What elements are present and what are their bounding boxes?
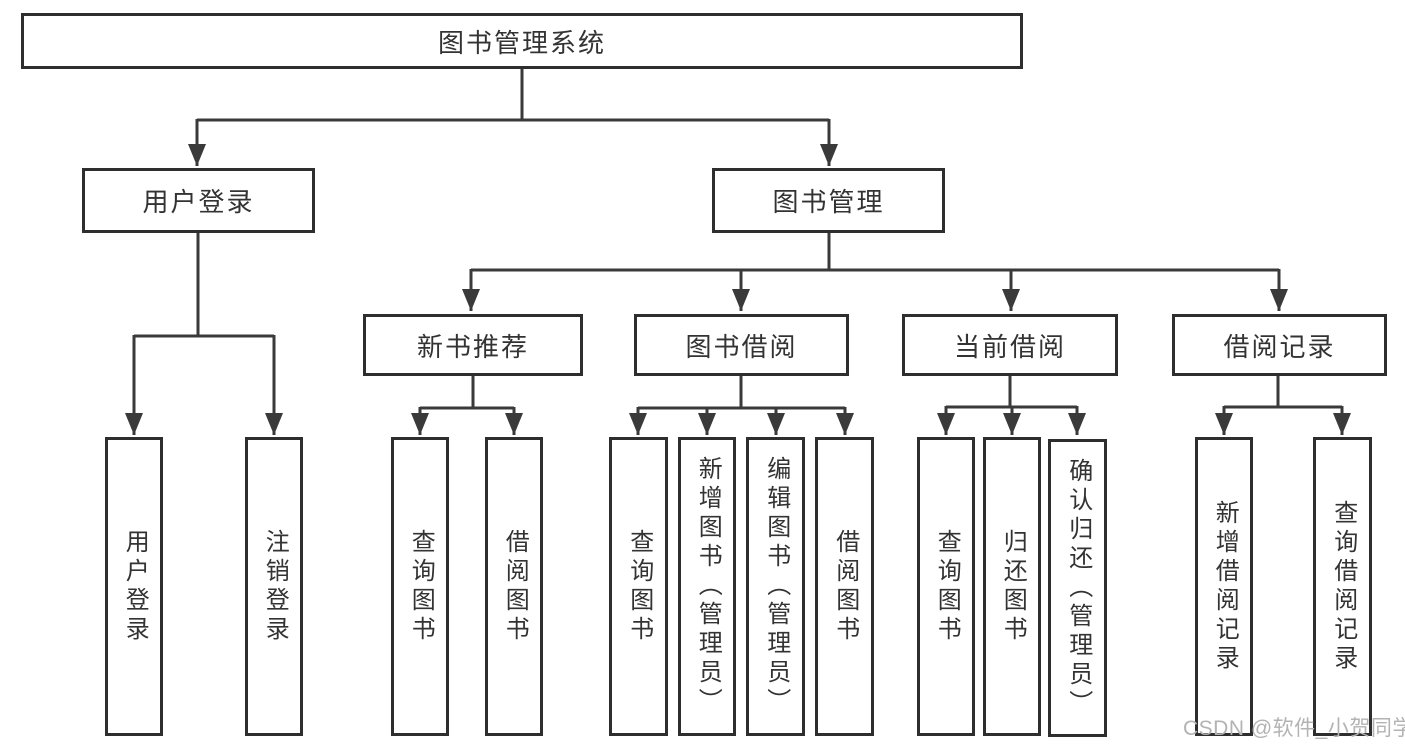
connector-borrow-records-trunk (1224, 376, 1342, 409)
node-label: 新书推荐 (416, 331, 529, 362)
leaf-br-add-borrow-record: 新增借阅记录 (1195, 437, 1253, 736)
leaf-cb-query-books: 查询图书 (917, 437, 975, 736)
connector-root-trunk (197, 69, 829, 122)
node-book-management: 图书管理 (712, 168, 945, 233)
csdn-watermark: CSDN @软件_小贺同学 (1183, 717, 1405, 740)
node-label: 编辑图书（管理员） (762, 456, 790, 717)
node-label: 当前借阅 (953, 331, 1066, 362)
node-label: 用户登录 (142, 187, 255, 217)
node-label: 归还图书 (999, 528, 1027, 645)
leaf-bb-edit-book-admin: 编辑图书（管理员） (746, 437, 805, 736)
leaf-bb-add-book-admin: 新增图书（管理员） (678, 437, 736, 736)
leaf-cb-confirm-return-admin: 确认归还（管理员） (1048, 439, 1107, 737)
node-user-login: 用户登录 (82, 168, 315, 233)
node-label: 新增借阅记录 (1211, 499, 1239, 674)
node-new-book-recommend: 新书推荐 (363, 314, 583, 376)
leaf-logout: 注销登录 (245, 437, 303, 736)
node-book-borrow: 图书借阅 (634, 314, 849, 376)
leaf-user-login: 用户登录 (105, 437, 163, 736)
node-label: 查询图书 (933, 528, 961, 645)
leaf-bb-query-books: 查询图书 (609, 437, 668, 736)
node-label: 确认归还（管理员） (1064, 457, 1092, 719)
connector-current-borrow-trunk (946, 376, 1077, 409)
leaf-br-query-borrow-record: 查询借阅记录 (1313, 437, 1372, 736)
node-label: 借阅图书 (831, 528, 859, 645)
leaf-nbr-query-books: 查询图书 (391, 437, 449, 736)
node-borrow-records: 借阅记录 (1172, 314, 1387, 376)
connector-user-login-trunk (134, 233, 274, 338)
node-label: 查询图书 (407, 528, 435, 645)
connector-new-book-recommend-trunk (420, 376, 514, 410)
node-label: 查询图书 (625, 528, 653, 645)
node-label: 用户登录 (121, 528, 149, 645)
node-label: 借阅记录 (1223, 331, 1336, 362)
connector-book-management-trunk (471, 233, 1279, 272)
node-label: 借阅图书 (501, 528, 529, 645)
node-label: 新增图书（管理员） (694, 456, 722, 717)
node-label: 图书借阅 (685, 331, 798, 362)
node-library-management-system: 图书管理系统 (21, 13, 1023, 69)
node-label: 图书管理 (772, 187, 885, 217)
node-label: 查询借阅记录 (1329, 499, 1357, 674)
node-current-borrow: 当前借阅 (902, 314, 1118, 376)
leaf-cb-return-book: 归还图书 (983, 437, 1041, 736)
node-label: 注销登录 (261, 528, 289, 645)
leaf-bb-borrow-books: 借阅图书 (815, 437, 874, 736)
node-label: 图书管理系统 (437, 27, 606, 58)
connector-book-borrow-trunk (638, 376, 845, 410)
leaf-nbr-borrow-books: 借阅图书 (485, 437, 543, 736)
